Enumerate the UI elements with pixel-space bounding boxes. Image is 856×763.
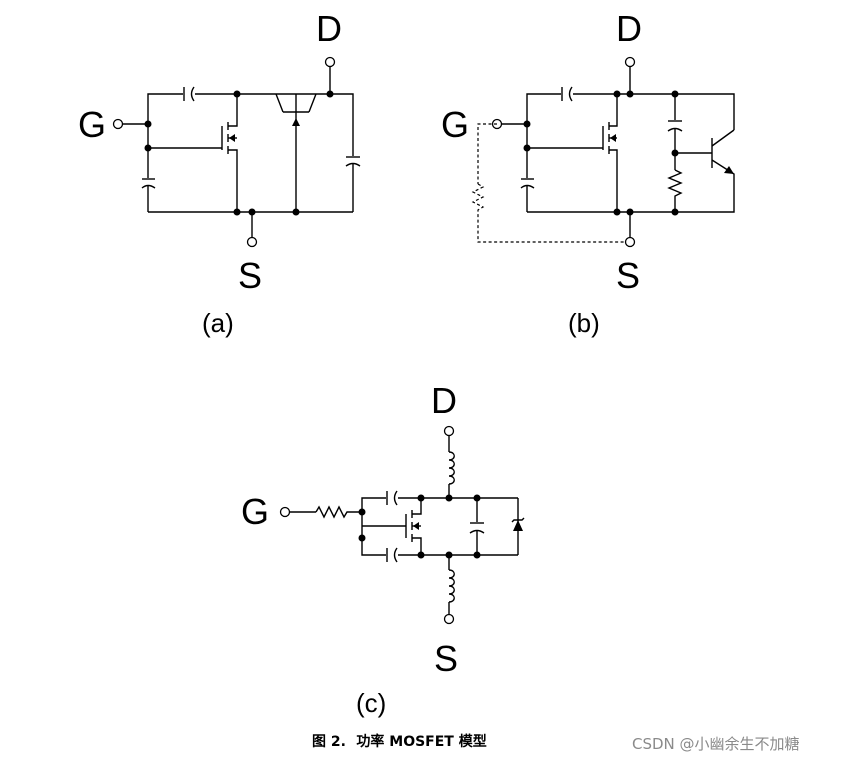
source-terminal-a <box>246 236 258 248</box>
gate-resistor-c <box>315 505 362 519</box>
source-terminal-b <box>624 236 636 248</box>
gate-terminal-c <box>279 506 291 518</box>
parasitic-bjt-b <box>675 129 735 213</box>
drain-inductor-c <box>448 451 455 485</box>
circuit-c: D G S <box>241 380 525 718</box>
subfigure-label-c: (c) <box>356 688 386 718</box>
subfigure-label-a: (a) <box>202 308 234 338</box>
resistor-b <box>667 169 683 212</box>
drain-label-a: D <box>316 8 342 49</box>
gate-label-c: G <box>241 491 269 532</box>
dashed-resistor-b <box>471 183 626 243</box>
mosfet-symbol-c <box>405 498 422 555</box>
circuit-a: G D S <box>78 8 361 338</box>
parasitic-bjt-a <box>275 93 317 212</box>
drain-terminal-c <box>443 425 455 437</box>
gate-terminal-a <box>112 118 124 130</box>
mosfet-symbol-a <box>221 94 238 212</box>
source-inductor-c <box>448 569 455 603</box>
caption-text: 功率 MOSFET 模型 <box>356 733 486 750</box>
caption-prefix: 图 2. <box>312 734 346 750</box>
gate-label-a: G <box>78 104 106 145</box>
source-label-b: S <box>616 255 640 296</box>
drain-label-c: D <box>431 380 457 421</box>
cgd-wire-a <box>147 93 330 124</box>
figure-caption: 图 2. 功率 MOSFET 模型 <box>312 733 487 750</box>
body-diode-c <box>511 498 525 555</box>
circuit-b: G D S <box>441 8 735 338</box>
watermark: CSDN @小幽余生不加糖 <box>632 735 800 753</box>
drain-label-b: D <box>616 8 642 49</box>
mosfet-symbol-b <box>602 94 618 212</box>
source-terminal-c <box>443 613 455 625</box>
source-label-a: S <box>238 255 262 296</box>
gate-label-b: G <box>441 104 469 145</box>
subfigure-label-b: (b) <box>568 308 600 338</box>
drain-terminal-a <box>324 56 336 68</box>
drain-terminal-b <box>624 56 636 68</box>
source-label-c: S <box>434 638 458 679</box>
